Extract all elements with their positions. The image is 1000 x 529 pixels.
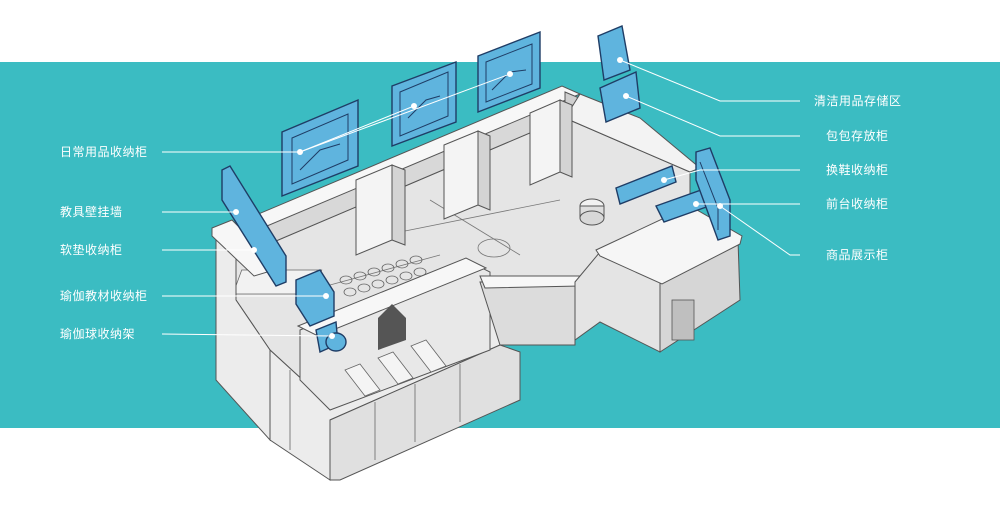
cabinet-top-4	[597, 25, 631, 81]
mat-circles	[339, 255, 427, 297]
cabinet-top-2	[391, 60, 457, 148]
cabinet-top-5	[599, 70, 641, 123]
label-daily-goods-cabinet: 日常用品收纳柜	[60, 145, 148, 159]
blue-cabinets	[221, 25, 731, 354]
label-front-desk-cabinet: 前台收纳柜	[826, 197, 889, 211]
arch-door	[378, 304, 406, 350]
middle-wall-top	[479, 275, 581, 289]
label-cleaning-storage: 清洁用品存储区	[814, 94, 902, 108]
label-bag-storage: 包包存放柜	[826, 129, 889, 143]
label-product-display: 商品展示柜	[826, 248, 889, 262]
cabinet-top-1	[281, 98, 359, 198]
cabinet-shoe	[615, 165, 677, 205]
reception-stool	[579, 198, 605, 226]
yoga-mat-slots	[344, 339, 447, 397]
leader-lines	[161, 59, 800, 337]
wall-pillars	[355, 99, 573, 256]
yoga-room-top	[296, 257, 488, 337]
label-yoga-ball-rack: 瑜伽球收纳架	[60, 327, 136, 341]
label-shoe-cabinet: 换鞋收纳柜	[826, 163, 889, 177]
front-wall-panels	[289, 364, 461, 460]
label-teaching-aid-wall: 教具壁挂墙	[60, 205, 123, 219]
cabinet-left-small	[295, 269, 335, 327]
label-mat-cabinet: 软垫收纳柜	[60, 243, 123, 257]
label-yoga-material-cabinet: 瑜伽教材收纳柜	[60, 289, 148, 303]
right-room-door	[671, 299, 695, 341]
cabinet-left-tall	[221, 165, 287, 287]
